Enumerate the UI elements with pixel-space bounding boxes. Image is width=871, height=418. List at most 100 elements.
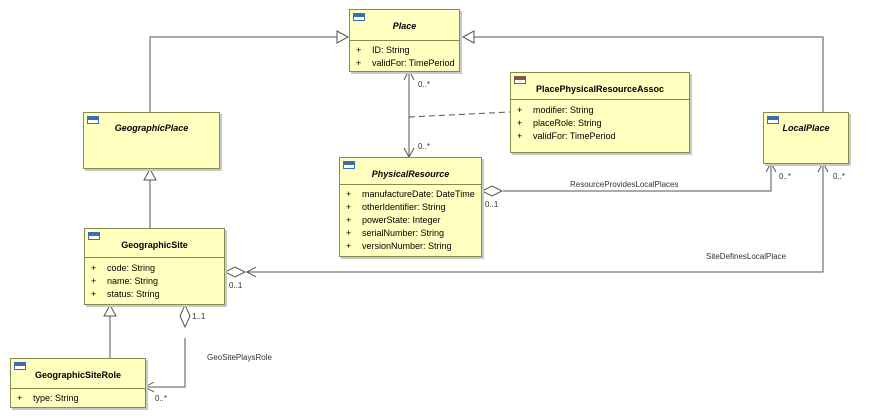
attribute-row: + manufactureDate: DateTime: [340, 188, 481, 200]
class-place[interactable]: Place + ID: String + validFor: TimePerio…: [349, 9, 460, 72]
attribute-visibility: +: [91, 276, 97, 286]
attribute-text: validFor: TimePeriod: [533, 131, 616, 141]
class-name: PhysicalResource: [371, 169, 450, 179]
attribute-row: + validFor: TimePeriod: [511, 130, 689, 142]
class-physical-resource[interactable]: PhysicalResource + manufactureDate: Date…: [339, 157, 482, 257]
class-icon: [353, 13, 365, 21]
class-header: GeographicSiteRole: [11, 359, 145, 380]
association-resource-localplace: [503, 164, 772, 192]
class-geographic-site-role[interactable]: GeographicSiteRole + type: String: [10, 358, 146, 408]
association-name-site-defines-local-place: SiteDefinesLocalPlace: [706, 252, 787, 261]
class-icon: [14, 362, 26, 370]
attribute-compartment: + modifier: String + placeRole: String +…: [511, 99, 689, 152]
class-geographic-place[interactable]: GeographicPlace: [83, 112, 220, 169]
attribute-row: + type: String: [11, 392, 145, 404]
attribute-visibility: +: [517, 118, 523, 128]
aggregation-diamond: [480, 185, 504, 197]
attribute-row: + name: String: [85, 275, 224, 287]
class-geographic-site[interactable]: GeographicSite + code: String + name: St…: [84, 228, 225, 305]
association-name-geo-site-plays-role: GeoSitePlaysRole: [207, 353, 272, 362]
generalization-arrowhead: [143, 167, 157, 181]
aggregation-diamond: [179, 303, 191, 329]
attribute-visibility: +: [517, 105, 523, 115]
attribute-visibility: +: [91, 263, 97, 273]
association-name-resource-provides-local-places: ResourceProvidesLocalPlaces: [570, 180, 679, 189]
class-header: GeographicSite: [85, 229, 224, 250]
multiplicity-label: 0..1: [229, 281, 243, 290]
association-site-siterole: [146, 338, 186, 388]
multiplicity-label: 1..1: [192, 312, 206, 321]
class-header: PlacePhysicalResourceAssoc: [511, 73, 689, 94]
class-icon: [88, 232, 100, 240]
class-header: Place: [350, 10, 459, 31]
generalization-arrowhead: [103, 303, 117, 317]
aggregation-diamond: [223, 266, 247, 278]
multiplicity-label: 0..*: [418, 80, 431, 89]
attribute-text: versionNumber: String: [362, 241, 452, 251]
attribute-text: otherIdentifier: String: [362, 202, 446, 212]
attribute-row: + serialNumber: String: [340, 227, 481, 239]
association-site-localplace: [246, 164, 824, 273]
multiplicity-label: 0..*: [418, 142, 431, 151]
attribute-visibility: +: [346, 189, 352, 199]
attribute-visibility: +: [91, 289, 97, 299]
class-header: LocalPlace: [764, 113, 848, 133]
class-name: GeographicSite: [121, 240, 188, 250]
attribute-text: validFor: TimePeriod: [372, 58, 455, 68]
attribute-text: powerState: Integer: [362, 215, 441, 225]
navigability-arrow: [245, 266, 257, 278]
attribute-text: placeRole: String: [533, 118, 602, 128]
attribute-compartment: + manufactureDate: DateTime + otherIdent…: [340, 184, 481, 256]
attribute-text: type: String: [33, 393, 79, 403]
attribute-visibility: +: [356, 58, 362, 68]
attribute-visibility: +: [346, 202, 352, 212]
attribute-text: ID: String: [372, 45, 410, 55]
attribute-compartment: + type: String: [11, 388, 145, 407]
attribute-text: manufactureDate: DateTime: [362, 189, 475, 199]
generalization-geographicplace-place: [149, 36, 339, 112]
multiplicity-label: 0..1: [485, 200, 499, 209]
generalization-arrowhead: [336, 30, 350, 44]
class-name: GeographicSiteRole: [34, 370, 122, 380]
class-header: GeographicPlace: [84, 113, 219, 133]
attribute-row: + status: String: [85, 288, 224, 300]
class-header: PhysicalResource: [340, 158, 481, 179]
multiplicity-label: 0..*: [155, 394, 168, 403]
attribute-text: modifier: String: [533, 105, 594, 115]
class-name: GeographicPlace: [114, 123, 189, 133]
attribute-text: code: String: [107, 263, 156, 273]
attribute-row: + powerState: Integer: [340, 214, 481, 226]
generalization-arrowhead: [461, 30, 475, 44]
class-name: LocalPlace: [782, 123, 830, 133]
class-local-place[interactable]: LocalPlace: [763, 112, 849, 164]
attribute-text: name: String: [107, 276, 159, 286]
attribute-row: + ID: String: [350, 44, 459, 56]
attribute-visibility: +: [17, 393, 23, 403]
multiplicity-label: 0..*: [833, 172, 846, 181]
attribute-visibility: +: [346, 215, 352, 225]
attribute-row: + placeRole: String: [511, 117, 689, 129]
class-place-physical-resource-assoc[interactable]: PlacePhysicalResourceAssoc + modifier: S…: [510, 72, 690, 153]
attribute-text: status: String: [107, 289, 160, 299]
class-name: Place: [392, 21, 417, 31]
attribute-visibility: +: [346, 228, 352, 238]
association-class-icon: [514, 76, 526, 84]
multiplicity-label: 0..*: [779, 172, 792, 181]
generalization-localplace-place: [472, 36, 824, 112]
attribute-row: + modifier: String: [511, 104, 689, 116]
class-name: PlacePhysicalResourceAssoc: [535, 84, 665, 94]
attribute-text: serialNumber: String: [362, 228, 445, 238]
class-icon: [767, 116, 779, 124]
class-icon: [87, 116, 99, 124]
attribute-compartment: + code: String + name: String + status: …: [85, 257, 224, 304]
class-icon: [343, 161, 355, 169]
attribute-row: + versionNumber: String: [340, 240, 481, 252]
attribute-row: + otherIdentifier: String: [340, 201, 481, 213]
attribute-visibility: +: [517, 131, 523, 141]
attribute-row: + validFor: TimePeriod: [350, 57, 459, 69]
attribute-visibility: +: [356, 45, 362, 55]
association-class-link: [408, 111, 511, 118]
attribute-row: + code: String: [85, 262, 224, 274]
attribute-visibility: +: [346, 241, 352, 251]
